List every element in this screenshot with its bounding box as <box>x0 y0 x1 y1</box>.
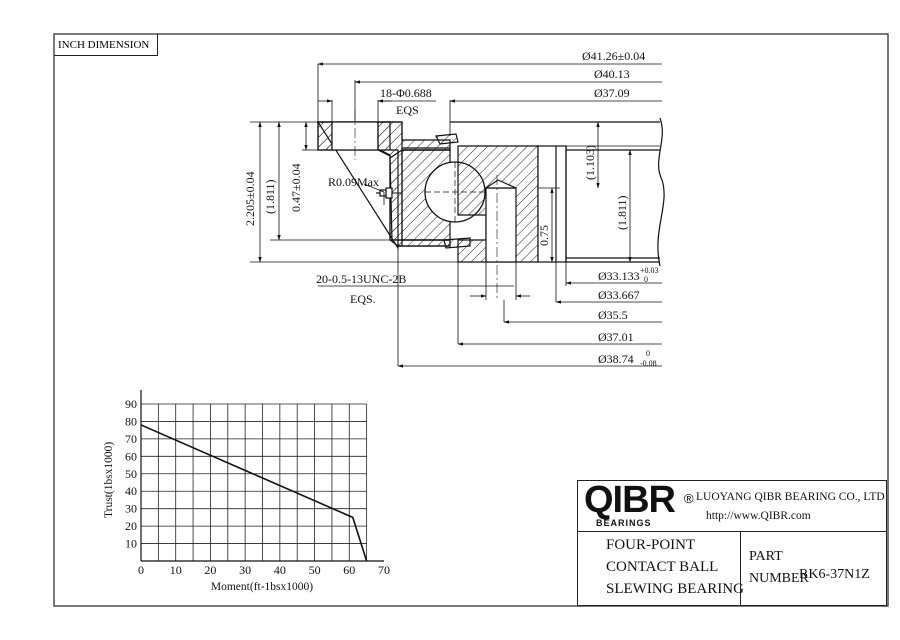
dim-height-total: 2.205±0.04 <box>243 171 257 226</box>
logo-subtext: BEARINGS <box>596 518 652 528</box>
dim-holes: 18-Φ0.688 <box>380 86 432 100</box>
x-tick-label: 20 <box>204 563 216 577</box>
dim-right-small: (1.103) <box>583 145 597 180</box>
dim-right-big: (1.811) <box>615 195 629 230</box>
dim-d5-tol-low: -0.08 <box>640 359 657 368</box>
y-tick-label: 40 <box>125 484 137 498</box>
y-tick-label: 80 <box>125 414 137 428</box>
x-tick-label: 60 <box>343 563 355 577</box>
x-tick-label: 40 <box>274 563 286 577</box>
dim-d5: Ø38.74 <box>598 352 634 366</box>
x-tick-label: 0 <box>138 563 144 577</box>
y-tick-label: 70 <box>125 432 137 446</box>
dim-raceway: Ø37.09 <box>594 86 630 100</box>
company-logo: QIBR BEARINGS ® <box>584 479 694 529</box>
part-label-2: NUMBER <box>749 571 809 586</box>
dim-thread: 20-0.5-13UNC-2B <box>316 272 406 286</box>
dim-bore-tol-low: 0 <box>644 275 648 284</box>
part-number-cell: PART NUMBER RK6-37N1Z <box>741 531 886 605</box>
dim-d2: Ø33.667 <box>598 288 640 302</box>
company-website: http://www.QIBR.com <box>706 510 811 522</box>
title-block-header: QIBR BEARINGS ® LUOYANG QIBR BEARING CO.… <box>578 479 886 532</box>
dim-bore: Ø33.133 <box>598 269 640 283</box>
company-name: LUOYANG QIBR BEARING CO., LTD <box>696 491 885 503</box>
part-number: RK6-37N1Z <box>799 567 870 582</box>
dimension-unit-box: INCH DIMENSION <box>54 34 158 56</box>
x-tick-label: 70 <box>378 563 390 577</box>
dim-d5-tol-up: 0 <box>646 349 650 358</box>
dim-d4: Ø37.01 <box>598 330 634 344</box>
type-line-2: CONTACT BALL <box>606 559 719 575</box>
x-tick-label: 50 <box>309 563 321 577</box>
y-tick-label: 10 <box>125 537 137 551</box>
dimension-lines <box>250 62 662 368</box>
grease-nipple <box>376 187 402 199</box>
sheet-border <box>53 33 889 607</box>
y-tick-label: 90 <box>125 397 137 411</box>
type-line-3: SLEWING BEARING <box>606 581 744 597</box>
dim-bolt-circle-outer: Ø40.13 <box>594 67 630 81</box>
x-tick-label: 30 <box>239 563 251 577</box>
logo-wordmark: QIBR <box>584 479 676 521</box>
chart-x-axis-label: Moment(ft-1bsx1000) <box>211 581 313 593</box>
y-tick-label: 50 <box>125 467 137 481</box>
y-tick-label: 30 <box>125 502 137 516</box>
load-curve <box>140 424 368 562</box>
dim-bore-tol-up: +0.03 <box>640 266 659 275</box>
type-line-1: FOUR-POINT <box>606 537 696 553</box>
registered-mark: ® <box>684 491 694 506</box>
title-block: QIBR BEARINGS ® LUOYANG QIBR BEARING CO.… <box>577 479 887 606</box>
bearing-section <box>316 110 665 300</box>
y-tick-label: 20 <box>125 519 137 533</box>
dim-thread-eqs: EQS. <box>350 292 376 306</box>
dim-holes-eqs: EQS <box>396 103 419 117</box>
dim-height-inner: (1.811) <box>263 179 277 214</box>
bearing-type-cell: FOUR-POINT CONTACT BALL SLEWING BEARING <box>578 531 744 605</box>
x-tick-label: 10 <box>170 563 182 577</box>
part-label-1: PART <box>749 549 783 564</box>
y-tick-label: 60 <box>125 449 137 463</box>
chart-y-axis-label: Trust(1bsx1000) <box>103 442 115 518</box>
dim-d3: Ø35.5 <box>598 308 628 322</box>
dim-od-overall: Ø41.26±0.04 <box>582 49 645 63</box>
dim-radius: R0.09Max <box>328 175 379 189</box>
dim-gear-depth: 0.75 <box>537 225 551 246</box>
dim-offset: 0.47±0.04 <box>289 163 303 212</box>
